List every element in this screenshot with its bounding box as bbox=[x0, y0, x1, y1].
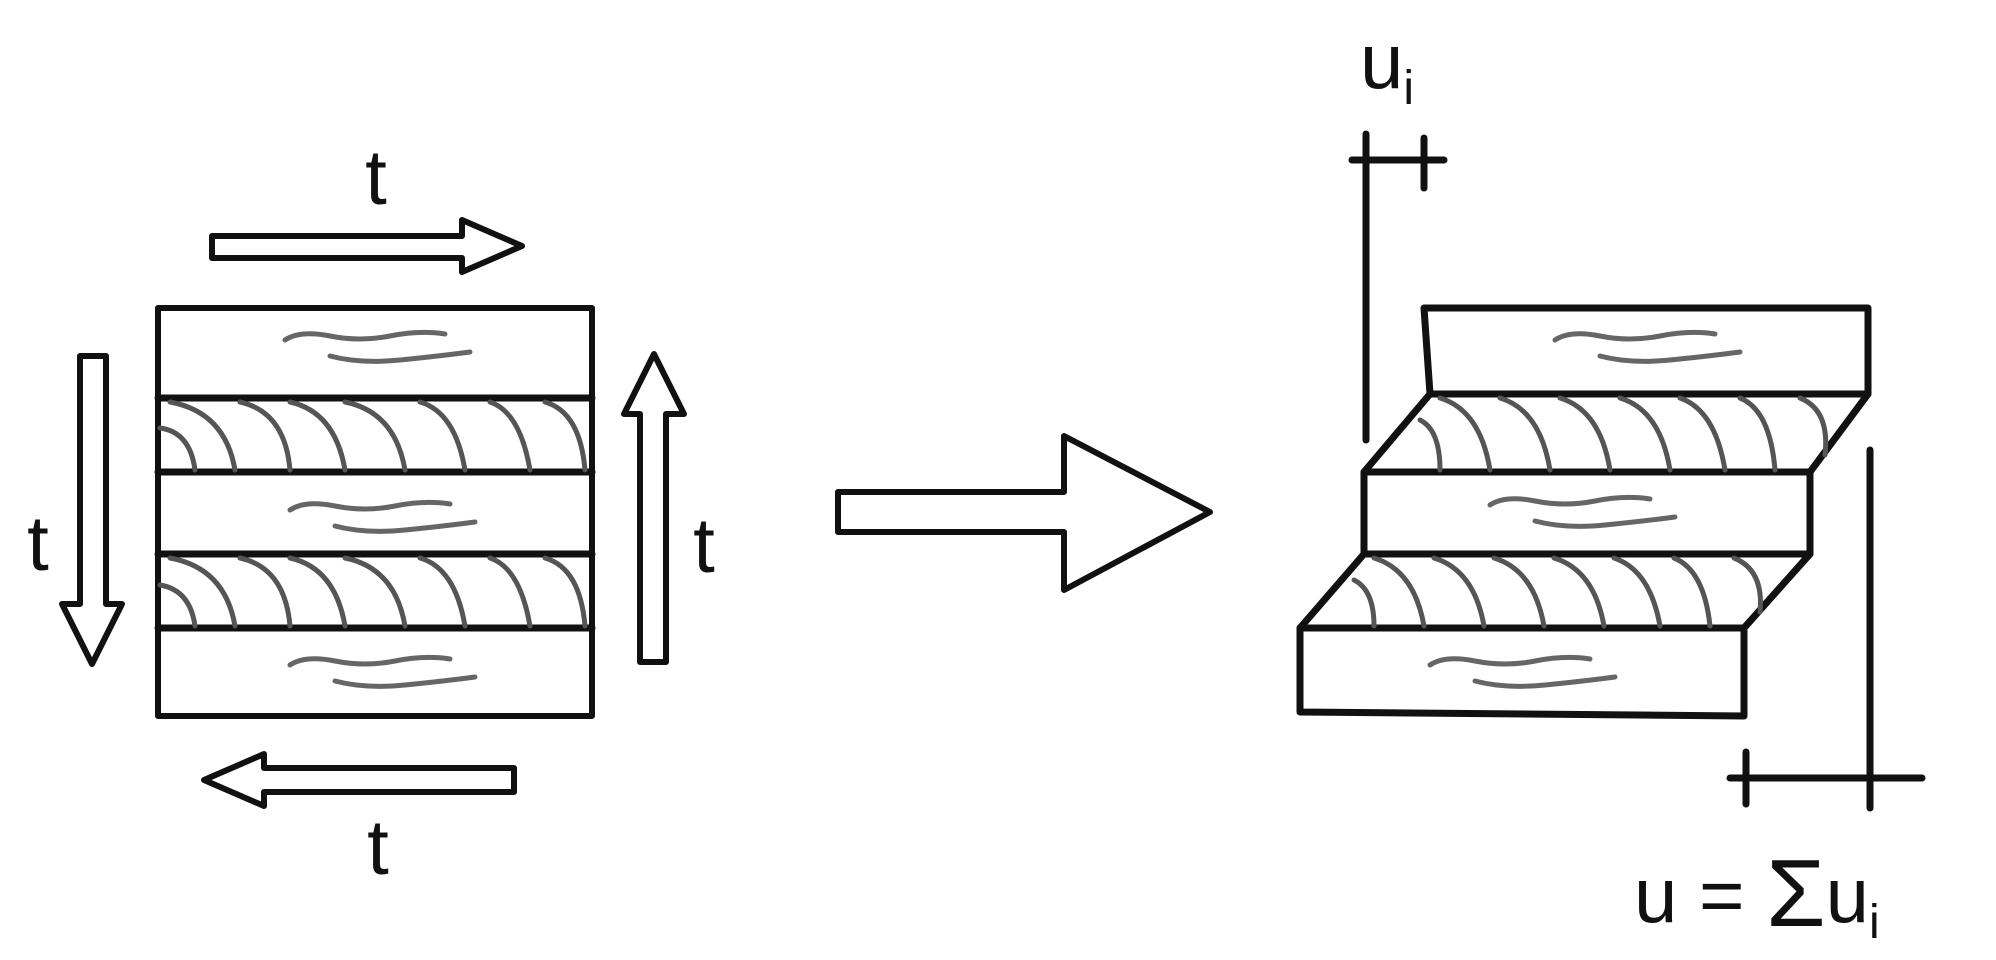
shear-layer-hatching bbox=[157, 399, 588, 629]
wood-grain-symbol bbox=[1427, 654, 1618, 689]
wood-grain-symbol bbox=[282, 329, 473, 364]
wood-grain-symbol bbox=[1552, 329, 1743, 364]
laminate-outline bbox=[155, 305, 595, 719]
shear-arrow-bottom bbox=[201, 751, 517, 809]
shear-layer-lower bbox=[1296, 550, 1814, 632]
wood-grain-symbol bbox=[1487, 494, 1678, 529]
transition-arrow bbox=[835, 433, 1213, 593]
shear-arrow-top bbox=[209, 217, 525, 275]
undeformed-laminate: t t t t bbox=[27, 133, 715, 891]
ui-label: ui bbox=[1360, 17, 1414, 115]
lamella-middle bbox=[1360, 468, 1814, 558]
shear-label-top: t bbox=[365, 133, 387, 221]
shear-label-left: t bbox=[27, 499, 49, 587]
shear-arrow-left bbox=[59, 353, 125, 667]
shear-layer-hatching bbox=[1351, 395, 1829, 629]
u-total-dimension bbox=[1726, 446, 1926, 812]
lamella-bottom bbox=[1296, 624, 1748, 720]
shear-arrow-right bbox=[621, 351, 687, 665]
wood-grain-symbol bbox=[287, 654, 478, 689]
u-total-label: u = Σui bbox=[1634, 840, 1880, 949]
shear-label-right: t bbox=[693, 501, 715, 589]
ui-dimension bbox=[1348, 130, 1448, 444]
shear-label-bottom: t bbox=[367, 803, 389, 891]
lamella-top bbox=[1420, 304, 1872, 398]
deformed-laminate: ui u = Σui bbox=[1296, 17, 1926, 949]
wood-grain-symbol bbox=[287, 499, 478, 534]
